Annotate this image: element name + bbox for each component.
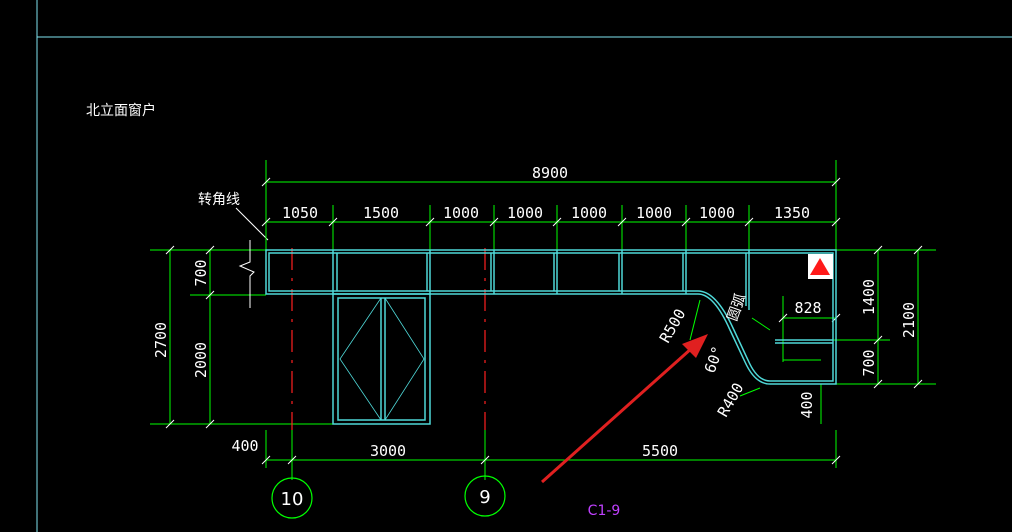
corner-leader-line (235, 207, 269, 241)
left-dimensions (150, 249, 336, 425)
bottom-dimensions (265, 430, 837, 480)
axis-bubble-9: 9 (464, 475, 506, 517)
dim-right-outer: 2100 (900, 302, 918, 338)
window-strip (265, 249, 837, 385)
radius-large-label: R500 (656, 306, 690, 346)
door-swing-lines (339, 297, 425, 421)
dim-left-lower: 2000 (192, 342, 210, 378)
dim-bottom-span-1: 3000 (370, 442, 406, 460)
door (332, 293, 431, 425)
left-dimension-ticks (165, 245, 215, 429)
dim-right-lower: 700 (860, 349, 878, 376)
red-triangle-icon (808, 254, 833, 279)
dim-left-outer: 2700 (152, 322, 170, 358)
dim-total-top: 8900 (532, 164, 568, 182)
dim-bottom-offset: 400 (231, 437, 258, 455)
dim-right-drop: 400 (798, 391, 816, 418)
angle-label: 60° (701, 344, 727, 376)
dim-seg-8: 1350 (774, 204, 810, 222)
dim-right-inner-width: 828 (794, 299, 821, 317)
dim-seg-4: 1000 (507, 204, 543, 222)
bottom-dimension-ticks (261, 455, 841, 465)
dim-seg-3: 1000 (443, 204, 479, 222)
curve-note-label: 圆弧 (725, 292, 750, 324)
dim-bottom-span-2: 5500 (642, 442, 678, 460)
dim-seg-6: 1000 (636, 204, 672, 222)
top-dimension-ticks (261, 177, 841, 227)
top-dimensions (265, 160, 837, 250)
dim-seg-7: 1000 (699, 204, 735, 222)
dim-seg-5: 1000 (571, 204, 607, 222)
dim-seg-2: 1500 (363, 204, 399, 222)
dim-seg-1: 1050 (282, 204, 318, 222)
svg-text:9: 9 (479, 487, 490, 508)
dim-left-upper: 700 (192, 259, 210, 286)
drawing-title: 北立面窗户 (86, 102, 156, 119)
axis-lines (291, 248, 486, 430)
break-symbol (238, 240, 255, 308)
dim-right-upper: 1400 (860, 279, 878, 315)
red-arrow (541, 334, 708, 484)
window-tag: C1-9 (588, 503, 621, 519)
corner-line-label: 转角线 (198, 192, 240, 208)
angle-leaders (689, 299, 771, 397)
radius-small-label: R400 (714, 380, 748, 420)
axis-bubble-10: 10 (271, 477, 313, 519)
svg-text:10: 10 (281, 489, 304, 510)
